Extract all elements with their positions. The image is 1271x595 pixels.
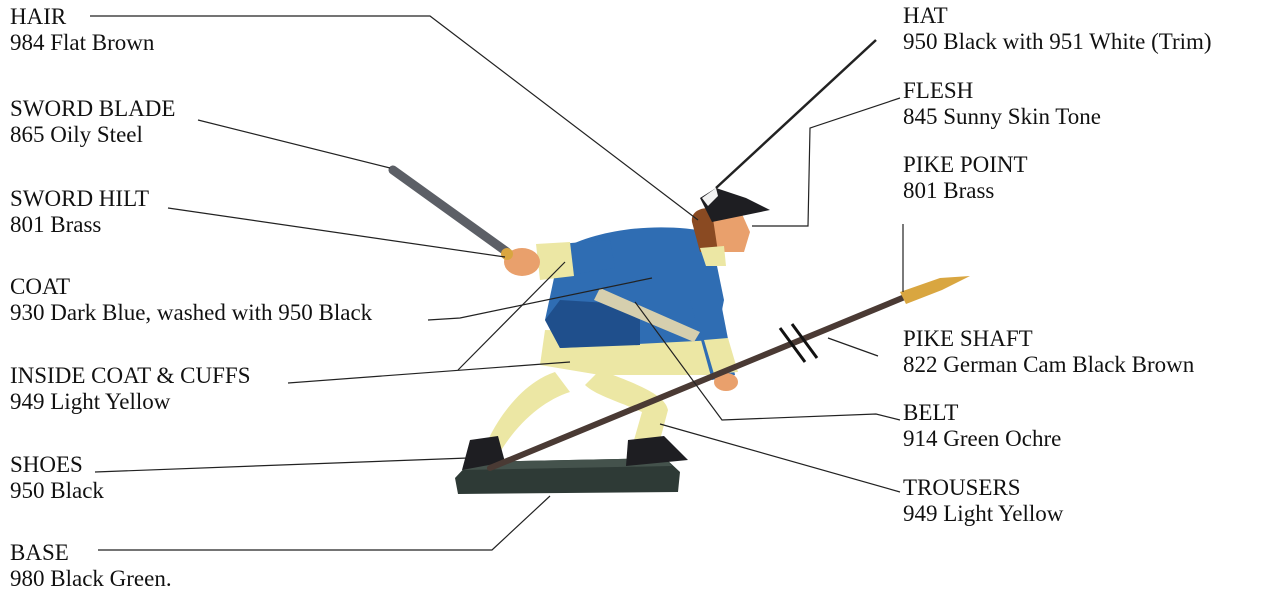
callout-sword-hilt: SWORD HILT 801 Brass [10, 186, 149, 238]
callout-sword-hilt-paint: 801 Brass [10, 212, 149, 238]
callout-hat-paint: 950 Black with 951 White (Trim) [903, 29, 1212, 55]
leader-hair [90, 16, 698, 220]
callout-shoes: SHOES 950 Black [10, 452, 104, 504]
callout-coat-paint: 930 Dark Blue, washed with 950 Black [10, 300, 372, 326]
callout-inside-coat: INSIDE COAT & CUFFS 949 Light Yellow [10, 363, 251, 415]
callout-pike-point-name: PIKE POINT [903, 152, 1028, 178]
leader-trousers [660, 424, 900, 492]
callout-base-name: BASE [10, 540, 172, 566]
leader-flesh [752, 98, 900, 226]
figure-front-shoe [626, 436, 688, 466]
callout-hair-name: HAIR [10, 4, 154, 30]
callout-base-paint: 980 Black Green. [10, 566, 172, 592]
callout-hat: HAT 950 Black with 951 White (Trim) [903, 3, 1212, 55]
callout-inside-coat-paint: 949 Light Yellow [10, 389, 251, 415]
callout-pike-point-paint: 801 Brass [903, 178, 1028, 204]
callout-hat-name: HAT [903, 3, 1212, 29]
callout-shoes-paint: 950 Black [10, 478, 104, 504]
leader-sword-blade [198, 120, 390, 168]
callout-belt-paint: 914 Green Ochre [903, 426, 1061, 452]
figure-pike-point [900, 276, 970, 304]
callout-hair-paint: 984 Flat Brown [10, 30, 154, 56]
callout-flesh-paint: 845 Sunny Skin Tone [903, 104, 1101, 130]
figure-front-leg [585, 370, 668, 440]
callout-pike-shaft-paint: 822 German Cam Black Brown [903, 352, 1194, 378]
callout-inside-coat-name: INSIDE COAT & CUFFS [10, 363, 251, 389]
callout-pike-shaft: PIKE SHAFT 822 German Cam Black Brown [903, 326, 1194, 378]
figure-sword-blade [393, 170, 507, 252]
callout-sword-hilt-name: SWORD HILT [10, 186, 149, 212]
callout-sword-blade: SWORD BLADE 865 Oily Steel [10, 96, 175, 148]
callout-belt-name: BELT [903, 400, 1061, 426]
callout-trousers-paint: 949 Light Yellow [903, 501, 1063, 527]
callout-pike-shaft-name: PIKE SHAFT [903, 326, 1194, 352]
callout-base: BASE 980 Black Green. [10, 540, 172, 592]
callout-pike-point: PIKE POINT 801 Brass [903, 152, 1028, 204]
leader-pike-shaft [828, 338, 878, 356]
callout-hair: HAIR 984 Flat Brown [10, 4, 154, 56]
callout-shoes-name: SHOES [10, 452, 104, 478]
figure-sword-cuff [536, 242, 574, 280]
callout-belt: BELT 914 Green Ochre [903, 400, 1061, 452]
callout-sword-blade-name: SWORD BLADE [10, 96, 175, 122]
figure-sword-hilt [501, 248, 513, 260]
callout-flesh-name: FLESH [903, 78, 1101, 104]
callout-sword-blade-paint: 865 Oily Steel [10, 122, 175, 148]
leader-shoes [95, 458, 468, 472]
callout-flesh: FLESH 845 Sunny Skin Tone [903, 78, 1101, 130]
callout-trousers-name: TROUSERS [903, 475, 1063, 501]
callout-coat-name: COAT [10, 274, 372, 300]
callout-trousers: TROUSERS 949 Light Yellow [903, 475, 1063, 527]
callout-coat: COAT 930 Dark Blue, washed with 950 Blac… [10, 274, 372, 326]
leader-inside-coat [288, 362, 570, 383]
